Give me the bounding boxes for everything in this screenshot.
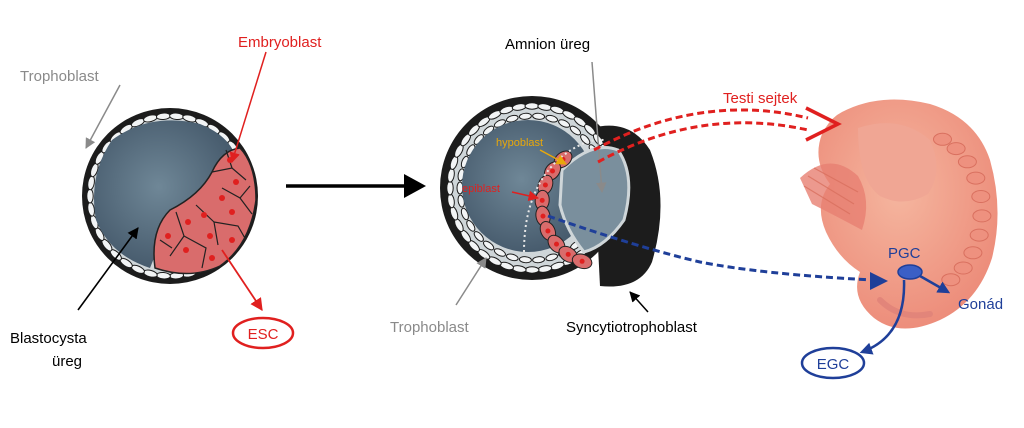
trophoblast-cell	[558, 119, 571, 128]
testi-dashed-arrow-upper	[593, 108, 809, 152]
trophoblast-cell	[505, 253, 519, 262]
hypoblast-arrow	[539, 149, 567, 165]
embryo-somites	[933, 132, 992, 287]
trophoblast-cell	[473, 231, 484, 242]
somite	[957, 155, 977, 169]
pgc-dashed-arrow	[547, 214, 873, 282]
somite	[966, 171, 986, 185]
trophoblast-cell	[545, 253, 559, 262]
trophoblast-cell	[524, 266, 540, 274]
trophoblast-cell	[86, 188, 94, 204]
testi-dashed-arrow-lower	[597, 121, 809, 164]
trophoblast-cell	[518, 112, 532, 120]
testi-arrow-head	[805, 106, 842, 142]
trophoblast-cell	[446, 180, 454, 196]
amnion-arrow	[591, 61, 607, 194]
somite	[972, 209, 992, 223]
epiblast-nucleus	[579, 258, 585, 264]
testi-label: Testi sejtek	[723, 90, 798, 107]
amnion-cavity	[558, 146, 631, 254]
trophoblast-cell	[545, 114, 559, 123]
epiblast-label: epiblast	[462, 183, 500, 195]
inner-cell-mass	[153, 147, 257, 275]
syncytio-arrow	[629, 291, 649, 313]
egc-arrow	[859, 279, 906, 355]
embryo-head	[858, 123, 937, 202]
trophoblast-cell	[505, 114, 519, 123]
trophoblast-right-arrow	[455, 257, 487, 306]
blastocysta-label-line1: Blastocysta	[10, 330, 87, 347]
hypoblast-label: hypoblast	[496, 137, 543, 149]
epiblast-nucleus	[545, 228, 551, 234]
pgc-label: PGC	[888, 245, 921, 262]
trophoblast-cell	[493, 248, 506, 257]
trophoblast-cell	[524, 102, 540, 110]
gonad-arrow	[919, 274, 951, 294]
amnion-label: Amnion üreg	[505, 36, 590, 53]
blastocysta-label-line2: üreg	[52, 353, 82, 370]
trophoblast-cell	[532, 256, 546, 264]
somite	[933, 132, 952, 146]
esc-label: ESC	[248, 326, 279, 343]
trophoblast-cell	[532, 112, 546, 120]
embryoblast-label: Embryoblast	[238, 34, 322, 51]
epiblast-nucleus	[540, 213, 546, 219]
esc-arrow	[221, 249, 263, 312]
egc-label: EGC	[817, 356, 850, 373]
trophoblast-cell	[460, 207, 469, 221]
epiblast-nucleus	[542, 182, 548, 188]
pgc-cell	[897, 264, 923, 280]
egc-badge: EGC	[800, 346, 866, 380]
gonad-label: Gonád	[958, 296, 1003, 313]
somite	[969, 228, 989, 242]
trophoblast-cell	[482, 240, 495, 251]
trophoblast-cell	[466, 220, 476, 232]
pgc-dashed-arrow-head	[870, 272, 888, 290]
somite	[963, 246, 983, 260]
epiblast-nucleus	[565, 251, 571, 257]
epiblast-nucleus	[550, 168, 555, 174]
blastocysta-arrow	[77, 227, 139, 311]
epiblast-arrow	[511, 190, 540, 201]
somite	[953, 261, 973, 275]
somite	[946, 142, 966, 156]
esc-badge: ESC	[231, 316, 295, 350]
trophoblast-cell	[518, 256, 532, 264]
epiblast-nucleus	[539, 197, 545, 203]
trophoblast-left-label: Trophoblast	[20, 68, 99, 85]
transition-arrow-head	[404, 174, 426, 198]
somite	[941, 273, 961, 287]
somite	[971, 190, 991, 203]
embryoblast-arrow	[229, 51, 267, 164]
hypoblast-layer	[523, 138, 605, 253]
blastocyst-left	[82, 108, 258, 284]
epiblast-nucleus	[554, 241, 559, 247]
trophoblast-cell	[569, 125, 582, 136]
trophoblast-right-label: Trophoblast	[390, 319, 469, 336]
embryo-tail	[877, 297, 933, 319]
embryo-illustration	[800, 99, 998, 329]
trophoblast-left-arrow	[85, 84, 121, 149]
syncytio-label: Syncytiotrophoblast	[566, 319, 698, 336]
